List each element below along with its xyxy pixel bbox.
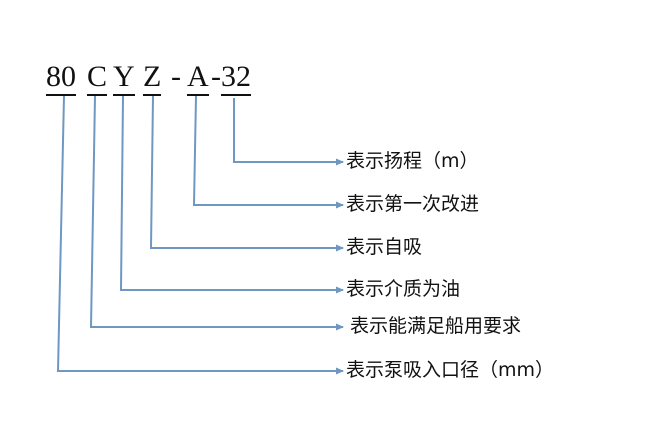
connector-80 [56, 95, 344, 375]
annotation-head: 表示扬程（m） [346, 150, 479, 172]
annotation-marine: 表示能满足船用要求 [350, 315, 522, 337]
separator-dash: - [171, 60, 181, 93]
connector-c [89, 95, 344, 331]
segment-32: 32 [221, 60, 251, 96]
connector-z [149, 95, 344, 252]
annotation-oil-medium: 表示介质为油 [346, 278, 461, 300]
segment-a: A [187, 60, 209, 96]
separator-dash: - [211, 60, 221, 93]
segment-z: Z [143, 60, 162, 96]
connector-y [119, 95, 344, 294]
annotation-inlet-diameter: 表示泵吸入口径（mm） [346, 359, 555, 381]
segment-80: 80 [46, 60, 76, 96]
annotation-improvement: 表示第一次改进 [346, 193, 480, 215]
segment-c: C [87, 60, 108, 96]
connector-32 [233, 98, 344, 166]
segment-y: Y [113, 60, 135, 96]
connector-a [192, 95, 344, 209]
annotation-self-priming: 表示自吸 [346, 236, 423, 258]
